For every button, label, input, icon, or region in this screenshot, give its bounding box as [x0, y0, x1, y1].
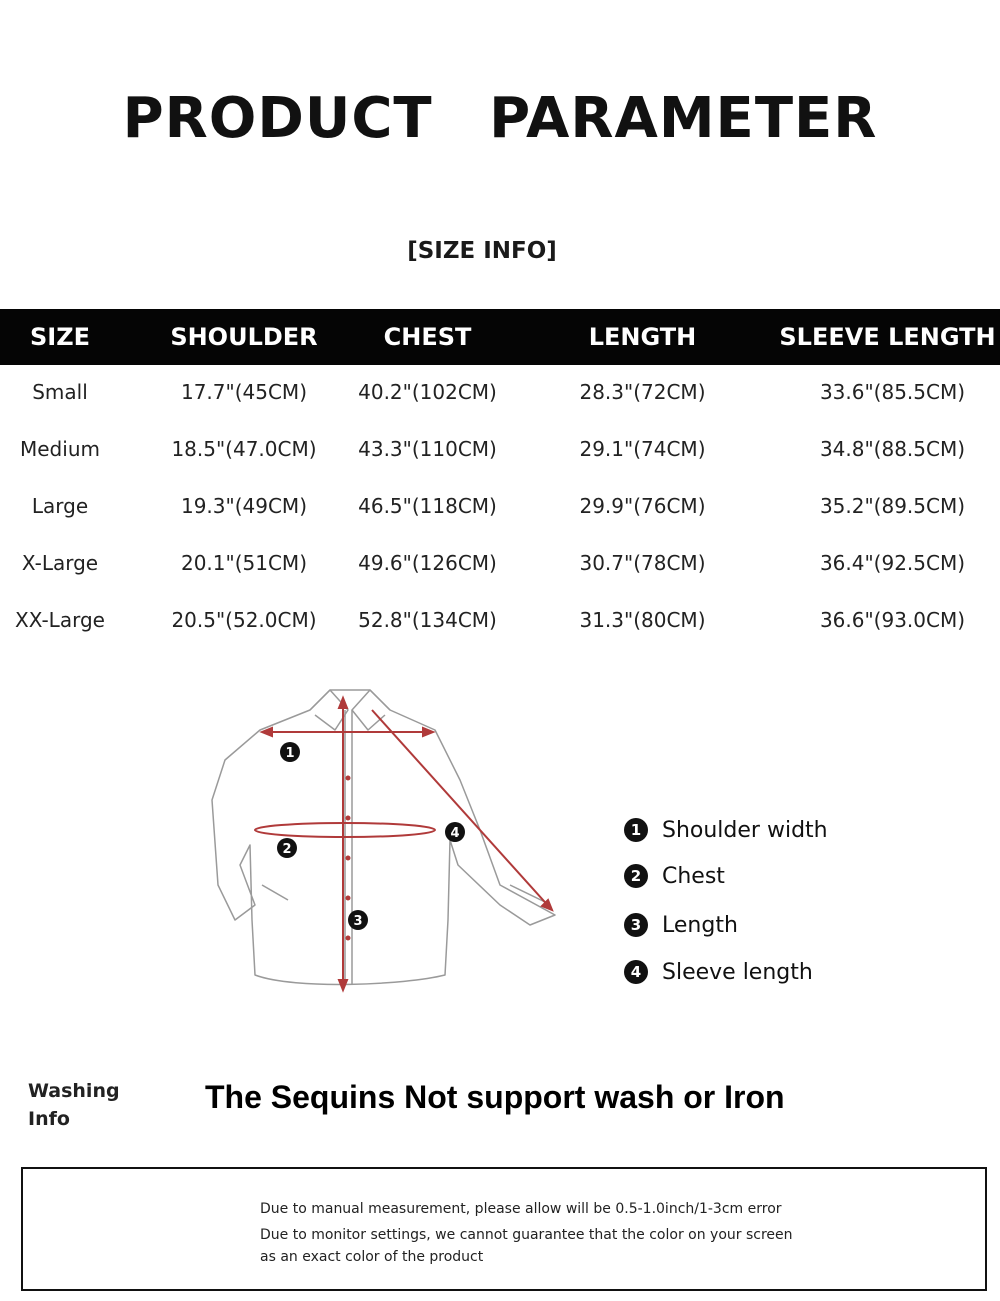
- legend-label: Chest: [662, 863, 725, 889]
- notice-line-1: Due to manual measurement, please allow …: [260, 1201, 782, 1217]
- row-sleeve-length: 34.8"(88.5CM): [819, 437, 966, 461]
- legend-item-length: 3 Length: [624, 909, 738, 941]
- row-chest: 43.3"(110CM): [358, 437, 497, 461]
- header-size: SIZE: [29, 323, 90, 351]
- washing-info-label: Washing Info: [28, 1077, 120, 1133]
- row-chest: 52.8"(134CM): [358, 608, 497, 632]
- legend-item-chest: 2 Chest: [624, 860, 725, 892]
- legend-item-sleeve-length: 4 Sleeve length: [624, 956, 813, 988]
- row-length: 30.7"(78CM): [579, 551, 706, 575]
- shirt-outline-icon: [211, 689, 556, 986]
- shirt-measurement-diagram: 1 2 3 4: [211, 689, 556, 993]
- marker-2-label: 2: [282, 842, 291, 857]
- legend-number: 1: [624, 818, 648, 842]
- legend-label: Shoulder width: [662, 817, 828, 843]
- row-sleeve-length: 36.4"(92.5CM): [819, 551, 966, 575]
- measurement-notice-box: Due to manual measurement, please allow …: [21, 1167, 987, 1291]
- row-size: Large: [31, 494, 89, 518]
- legend-number: 2: [624, 864, 648, 888]
- row-size: Medium: [20, 437, 100, 461]
- header-sleeve-length: SLEEVE LENGTH: [779, 323, 996, 351]
- row-size: X-Large: [21, 551, 99, 575]
- row-sleeve-length: 33.6"(85.5CM): [819, 380, 966, 404]
- legend-label: Length: [662, 912, 738, 938]
- row-shoulder: 17.7"(45CM): [180, 380, 307, 404]
- legend-number: 4: [624, 960, 648, 984]
- row-chest: 49.6"(126CM): [358, 551, 497, 575]
- row-chest: 40.2"(102CM): [358, 380, 497, 404]
- row-shoulder: 20.1"(51CM): [180, 551, 307, 575]
- row-length: 31.3"(80CM): [579, 608, 706, 632]
- row-shoulder: 18.5"(47.0CM): [171, 437, 317, 461]
- row-size: Small: [32, 380, 88, 404]
- page-title: PRODUCT PARAMETER: [122, 86, 878, 151]
- diagram-markers: 1 2 3 4: [277, 742, 465, 930]
- legend-label: Sleeve length: [662, 959, 813, 985]
- row-length: 28.3"(72CM): [579, 380, 706, 404]
- row-length: 29.1"(74CM): [579, 437, 706, 461]
- measure-lines: [254, 695, 554, 993]
- size-info-heading: [SIZE INFO]: [407, 238, 557, 264]
- row-sleeve-length: 35.2"(89.5CM): [819, 494, 966, 518]
- marker-3-label: 3: [353, 914, 362, 929]
- row-size: XX-Large: [15, 608, 105, 632]
- row-shoulder: 19.3"(49CM): [180, 494, 307, 518]
- marker-4-label: 4: [450, 826, 459, 841]
- washing-label-line1: Washing: [28, 1080, 120, 1102]
- notice-line-3: as an exact color of the product: [260, 1249, 484, 1265]
- button-dots: [345, 775, 351, 941]
- legend-item-shoulder: 1 Shoulder width: [624, 814, 828, 846]
- row-shoulder: 20.5"(52.0CM): [171, 608, 317, 632]
- size-table-header: SIZE SHOULDER CHEST LENGTH SLEEVE LENGTH: [0, 309, 1000, 365]
- marker-1-label: 1: [285, 746, 294, 761]
- header-chest: CHEST: [383, 323, 472, 351]
- washing-label-line2: Info: [28, 1108, 70, 1130]
- row-length: 29.9"(76CM): [579, 494, 706, 518]
- header-shoulder: SHOULDER: [170, 323, 318, 351]
- row-sleeve-length: 36.6"(93.0CM): [819, 608, 966, 632]
- header-length: LENGTH: [588, 323, 697, 351]
- washing-instructions: The Sequins Not support wash or Iron: [205, 1079, 785, 1115]
- legend-number: 3: [624, 913, 648, 937]
- row-chest: 46.5"(118CM): [358, 494, 497, 518]
- notice-line-2: Due to monitor settings, we cannot guara…: [260, 1227, 793, 1243]
